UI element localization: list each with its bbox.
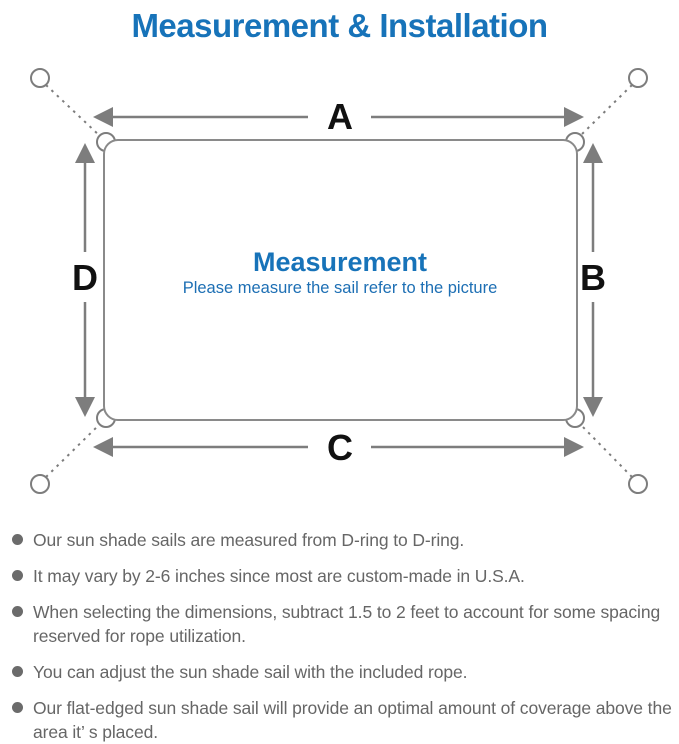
dimension-label-top: A xyxy=(327,96,353,137)
note-text: When selecting the dimensions, subtract … xyxy=(33,602,661,646)
bullet-icon xyxy=(12,702,23,713)
anchor-ring-icon xyxy=(628,474,648,494)
note-text: Our flat-edged sun shade sail will provi… xyxy=(33,698,672,742)
anchor-ring-icon xyxy=(628,68,648,88)
anchor-ring-icon xyxy=(30,474,50,494)
dimension-label-bottom: C xyxy=(327,427,353,468)
note-item: You can adjust the sun shade sail with t… xyxy=(12,660,677,684)
bullet-icon xyxy=(12,606,23,617)
bullet-icon xyxy=(12,570,23,581)
tether-top-left xyxy=(45,84,102,138)
tether-top-right xyxy=(578,84,633,138)
note-item: Our flat-edged sun shade sail will provi… xyxy=(12,696,677,744)
dimension-label-left: D xyxy=(72,257,98,298)
anchor-rings xyxy=(30,68,648,494)
corner-tether-lines xyxy=(45,84,633,478)
bullet-icon xyxy=(12,534,23,545)
bullet-icon xyxy=(12,666,23,677)
page-title: Measurement & Installation xyxy=(131,7,548,44)
notes-list: Our sun shade sails are measured from D-… xyxy=(0,528,679,744)
sail-outline xyxy=(103,139,578,421)
note-item: It may vary by 2-6 inches since most are… xyxy=(12,564,677,588)
tether-bottom-left xyxy=(45,422,102,478)
note-item: Our sun shade sails are measured from D-… xyxy=(12,528,677,552)
tether-bottom-right xyxy=(578,422,633,478)
note-text: You can adjust the sun shade sail with t… xyxy=(33,662,468,682)
anchor-ring-icon xyxy=(30,68,50,88)
dimension-arrows xyxy=(75,107,603,457)
note-item: When selecting the dimensions, subtract … xyxy=(12,600,677,648)
diagram-center-title: Measurement xyxy=(253,247,427,277)
dimension-label-right: B xyxy=(580,257,606,298)
sail-measurement-diagram: A B C D Measurement Please measure the s… xyxy=(30,68,648,494)
diagram-center-subtitle: Please measure the sail refer to the pic… xyxy=(183,279,498,297)
note-text: It may vary by 2-6 inches since most are… xyxy=(33,566,525,586)
note-text: Our sun shade sails are measured from D-… xyxy=(33,530,465,550)
